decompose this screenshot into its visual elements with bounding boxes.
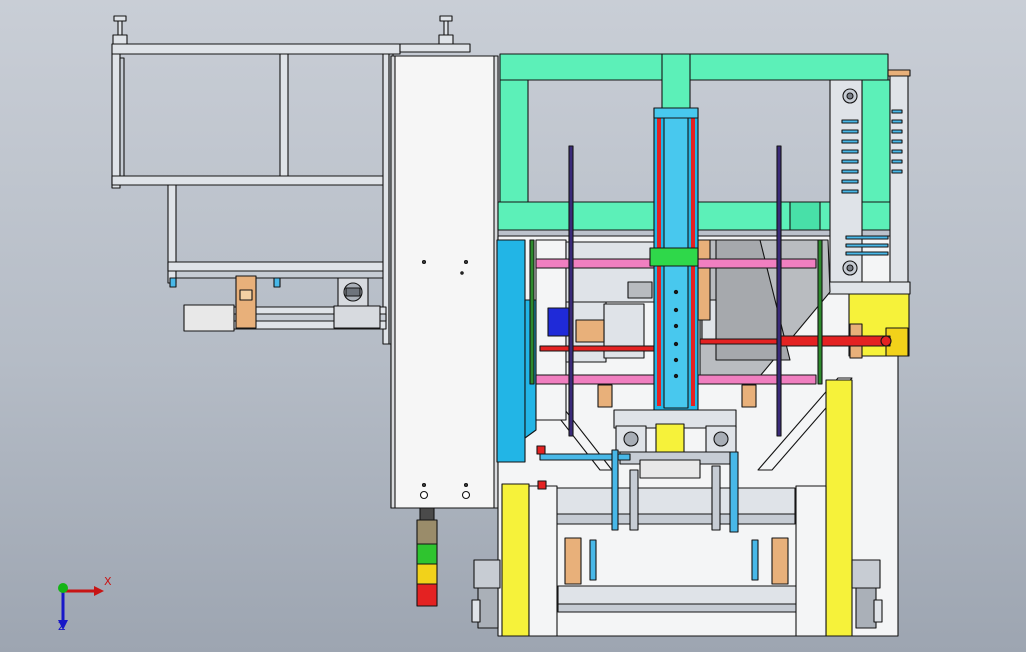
- y-axis-dot: [58, 583, 68, 593]
- yellow-leg-right: [825, 379, 853, 637]
- motor-block: [333, 277, 381, 329]
- central-column: [649, 107, 699, 411]
- slide-carriage: [235, 275, 257, 329]
- leveling-foot: [112, 15, 128, 45]
- signal-tower: [416, 507, 438, 607]
- gripper-assembly: [613, 409, 737, 479]
- leveling-foot: [438, 15, 454, 45]
- motor-blue: [547, 307, 573, 337]
- electrical-cabinet: [390, 55, 499, 509]
- yellow-leg-left: [501, 483, 530, 637]
- caster-wheel: [471, 559, 501, 629]
- caster-wheel: [851, 559, 883, 629]
- purple-guide: [568, 145, 782, 437]
- side-cover: [496, 239, 537, 463]
- coordinate-triad: [58, 583, 104, 630]
- triad-z-label: Z: [58, 620, 66, 633]
- lower-conveyor: [554, 487, 799, 613]
- triad-x-label: X: [104, 575, 112, 588]
- red-rod: [539, 335, 892, 352]
- left-aluminum-frame: [111, 43, 401, 345]
- right-shutter-panel: [825, 69, 911, 295]
